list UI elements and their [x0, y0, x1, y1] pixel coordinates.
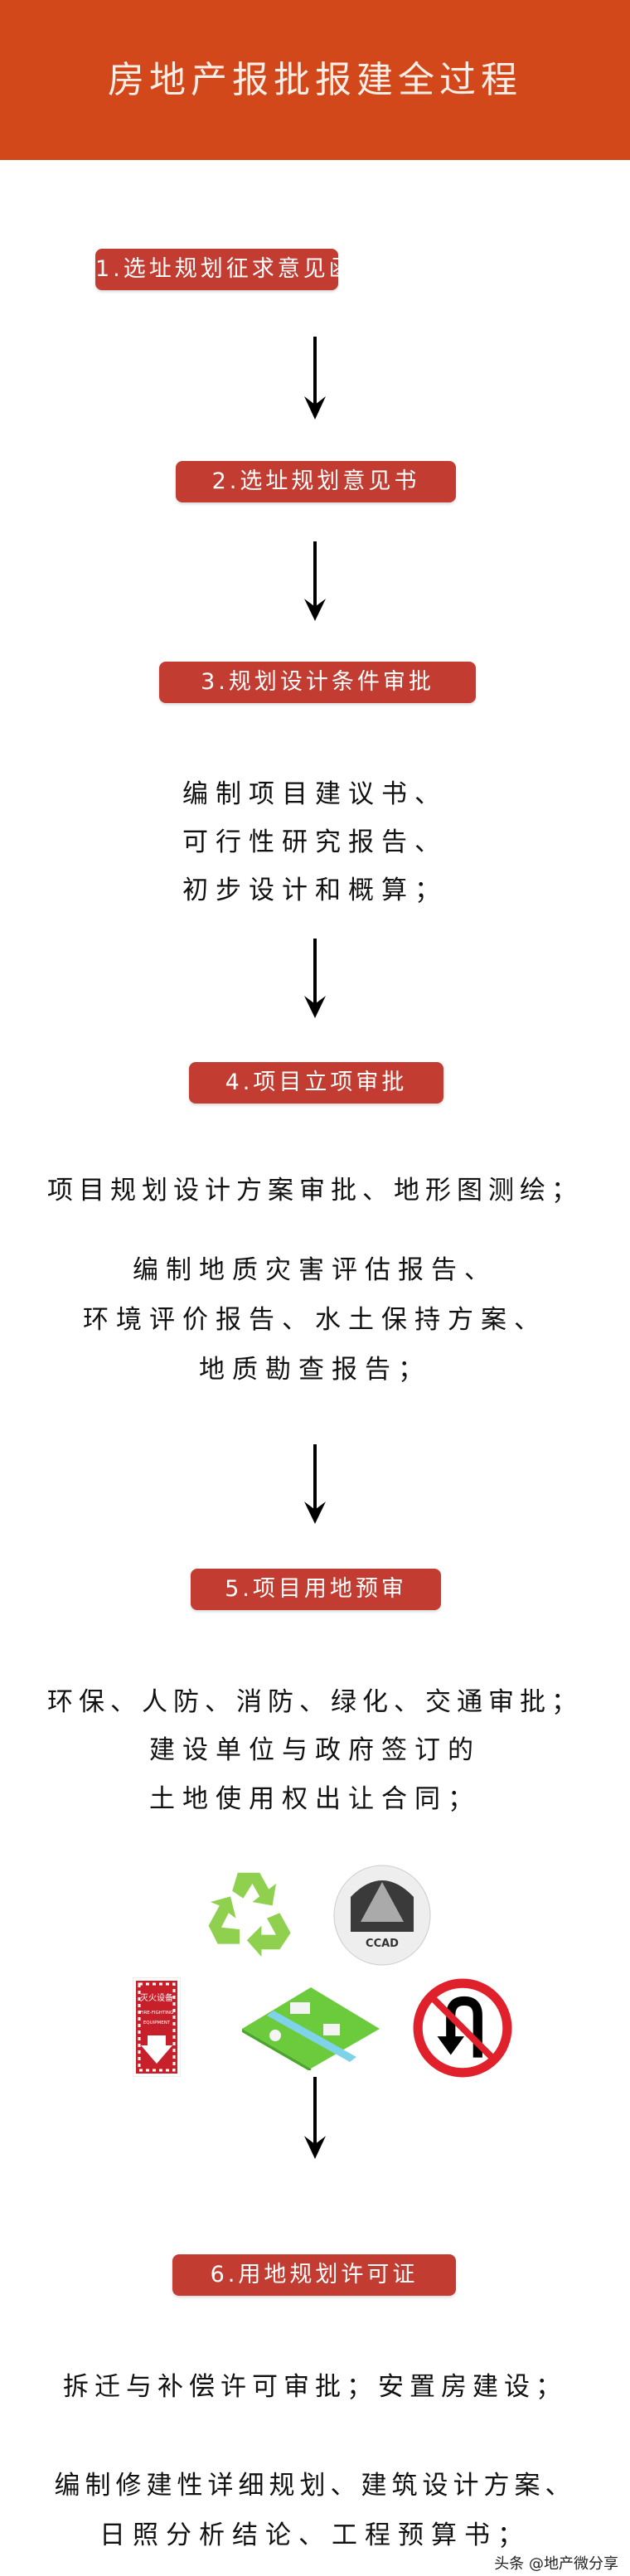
- step-2-badge: 2.选址规划意见书: [176, 461, 456, 502]
- step-5-badge: 5.项目用地预审: [191, 1569, 441, 1610]
- step-3-badge: 3.规划设计条件审批: [159, 662, 476, 703]
- fire-equipment-sign-icon: 灭火设备 FIRE-FIGHTING EQUIPMENT: [133, 1977, 181, 2077]
- down-arrow-icon: [304, 2077, 326, 2159]
- down-arrow-icon: [304, 337, 326, 420]
- down-arrow-icon: [304, 939, 326, 1018]
- step-3-text-line: 可行性研究报告、: [182, 827, 448, 857]
- civil-air-defense-emblem-icon: CCAD: [333, 1865, 431, 1966]
- down-arrow-icon: [304, 541, 326, 621]
- step-5-text-line: 建设单位与政府签订的: [149, 1735, 481, 1765]
- page-title: 房地产报批报建全过程: [108, 59, 522, 101]
- step-4-text-line: 编制地质灾害评估报告、: [133, 1255, 497, 1285]
- step-5-text-line: 环保、人防、消防、绿化、交通审批；: [47, 1687, 583, 1717]
- step-6-badge: 6.用地规划许可证: [172, 2254, 456, 2296]
- step-6-text-line: 拆迁与补偿许可审批；安置房建设；: [63, 2372, 567, 2402]
- fire-sign-cn-text: 灭火设备: [140, 1992, 173, 2003]
- header-banner: [0, 0, 630, 160]
- step-4-badge: 4.项目立项审批: [189, 1062, 443, 1104]
- recycle-icon: [208, 1872, 291, 1957]
- no-u-turn-sign-icon: [413, 1978, 512, 2078]
- down-arrow-icon: [304, 1444, 326, 1524]
- step-4-text-line: 地质勘查报告；: [199, 1355, 431, 1385]
- step-4-text-line: 项目规划设计方案审批、地形图测绘；: [47, 1176, 583, 1206]
- watermark: 头条 @地产微分享: [494, 2555, 618, 2573]
- step-6-text-line: 日照分析结论、工程预算书；: [99, 2520, 531, 2550]
- fire-sign-en-text: EQUIPMENT: [143, 2021, 171, 2025]
- step-1-badge: 1.选址规划征求意见函: [95, 249, 351, 290]
- step-4-text-line: 环境评价报告、水土保持方案、: [83, 1305, 547, 1335]
- step-3-text-line: 初步设计和概算；: [182, 876, 448, 905]
- step-6-text-line: 编制修建性详细规划、建筑设计方案、: [54, 2471, 576, 2501]
- ccad-label: CCAD: [366, 1938, 399, 1950]
- step-5-text-line: 土地使用权出让合同；: [149, 1784, 481, 1814]
- fire-sign-en-text: FIRE-FIGHTING: [140, 2011, 174, 2016]
- step-3-text-line: 编制项目建议书、: [182, 779, 448, 809]
- green-park-illustration-icon: [242, 1987, 380, 2070]
